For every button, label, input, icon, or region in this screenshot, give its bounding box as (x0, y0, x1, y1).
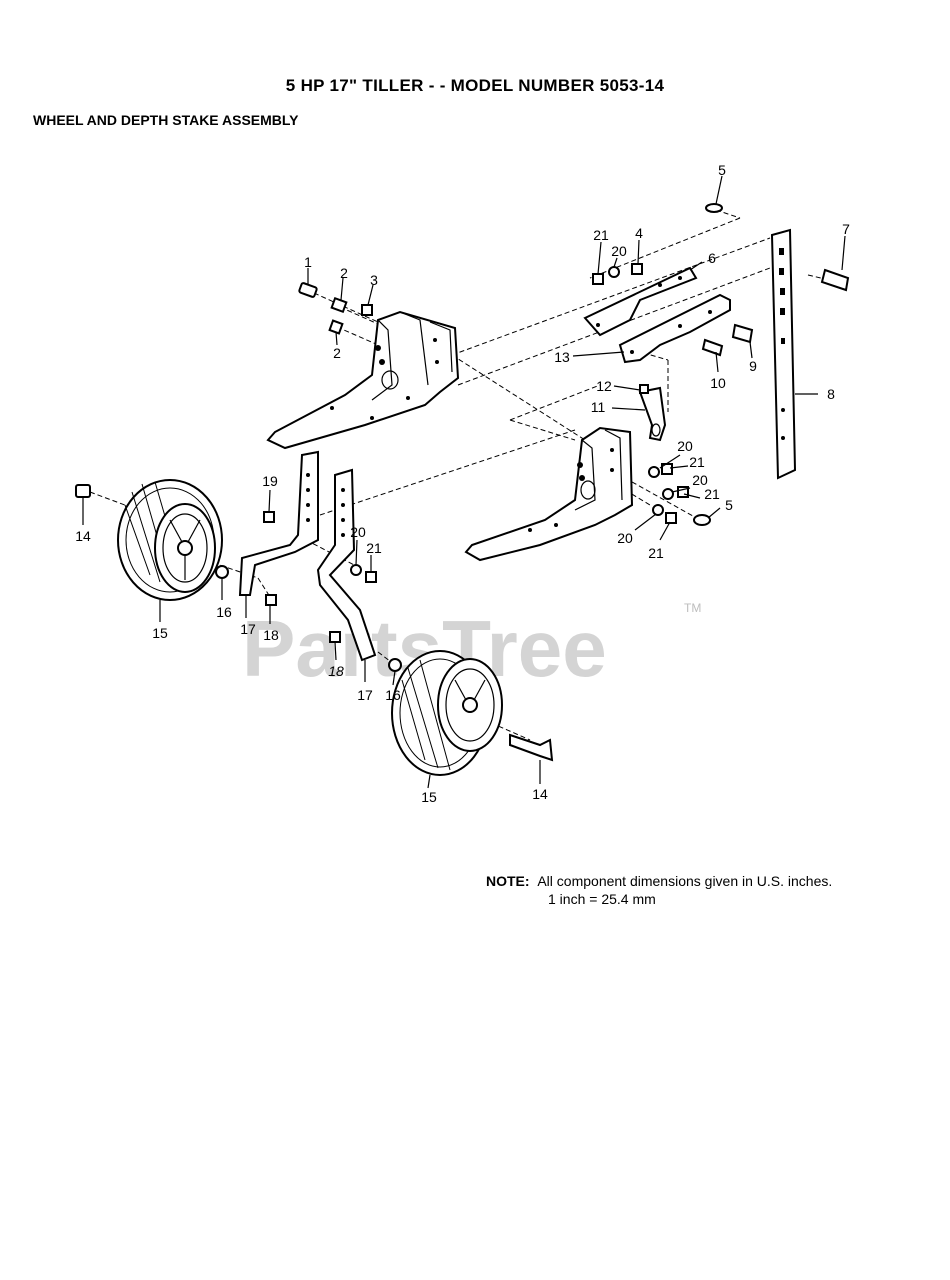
callout-9: 9 (749, 358, 757, 374)
callout-14: 14 (75, 528, 91, 544)
callout-11: 11 (591, 399, 606, 415)
right-frame-bracket (464, 426, 634, 562)
callout-14: 14 (532, 786, 548, 802)
hardware (75, 203, 850, 762)
callouts: 1 2 3 2 21 20 4 5 6 7 8 9 10 11 12 13 20… (75, 162, 850, 805)
left-frame-bracket (266, 310, 460, 450)
callout-8: 8 (827, 386, 835, 402)
callout-2: 2 (340, 265, 348, 281)
note-label: NOTE: (486, 873, 530, 889)
callout-2: 2 (333, 345, 341, 361)
callout-12: 12 (596, 378, 612, 394)
wheel-bracket-right (316, 468, 377, 662)
callout-18: 18 (263, 627, 279, 643)
callout-17: 17 (357, 687, 373, 703)
callout-21: 21 (704, 486, 720, 502)
callout-21: 21 (648, 545, 664, 561)
callout-20: 20 (611, 243, 627, 259)
callout-21: 21 (689, 454, 705, 470)
callout-15: 15 (152, 625, 168, 641)
leader-lines (82, 175, 846, 789)
callout-19: 19 (262, 473, 278, 489)
callout-20: 20 (692, 472, 708, 488)
note-line-1: All component dimensions given in U.S. i… (537, 873, 833, 889)
callout-1: 1 (304, 254, 312, 270)
callout-7: 7 (842, 221, 850, 237)
page-title: 5 HP 17" TILLER - - MODEL NUMBER 5053-14 (285, 76, 665, 95)
watermark-trademark: TM (684, 601, 701, 615)
callout-21: 21 (593, 227, 609, 243)
depth-stake (770, 228, 797, 480)
callout-6: 6 (708, 250, 716, 266)
callout-15: 15 (421, 789, 437, 805)
section-title: WHEEL AND DEPTH STAKE ASSEMBLY (33, 112, 299, 128)
wheel-bracket-left (238, 450, 319, 596)
callout-16: 16 (216, 604, 232, 620)
bracket-6 (583, 266, 698, 337)
callout-13: 13 (554, 349, 570, 365)
note-line-2: 1 inch = 25.4 mm (548, 891, 656, 907)
wheel-left (117, 479, 223, 601)
callout-20: 20 (617, 530, 633, 546)
callout-20: 20 (350, 524, 366, 540)
callout-3: 3 (370, 272, 378, 288)
callout-21: 21 (366, 540, 382, 556)
callout-5: 5 (725, 497, 733, 513)
callout-5: 5 (718, 162, 726, 178)
callout-16: 16 (385, 687, 401, 703)
pin-11 (638, 386, 667, 442)
callout-4: 4 (635, 225, 643, 241)
bracket-13 (618, 293, 731, 364)
callout-20: 20 (677, 438, 693, 454)
wheel-right (391, 650, 503, 776)
callout-18: 18 (328, 663, 344, 679)
callout-10: 10 (710, 375, 726, 391)
dimensions-note: NOTE: All component dimensions given in … (486, 872, 832, 908)
callout-17: 17 (240, 621, 256, 637)
